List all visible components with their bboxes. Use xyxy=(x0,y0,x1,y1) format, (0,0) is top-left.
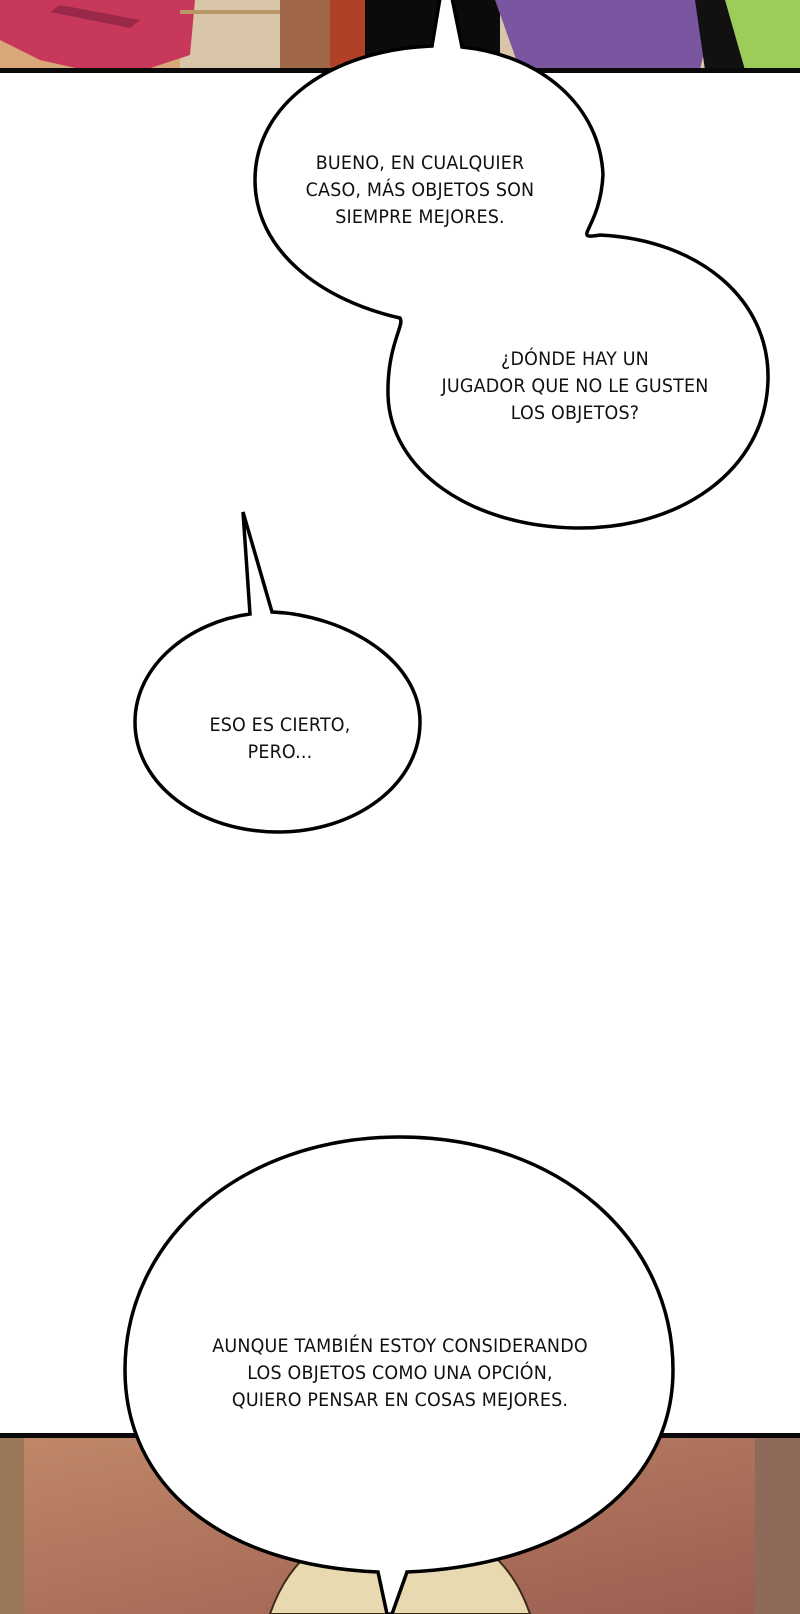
dark-fold xyxy=(695,0,745,70)
purple-cloth xyxy=(495,0,715,70)
bubble-2-line-2: JUGADOR QUE NO LE GUSTEN xyxy=(441,375,709,397)
bubble-2-line-1: ¿DÓNDE HAY UN xyxy=(501,348,649,370)
speech-bubble-4 xyxy=(123,1135,675,1614)
red-cloth xyxy=(0,0,195,70)
bubble-1-line-1: BUENO, EN CUALQUIER xyxy=(315,152,525,174)
bubble-1-line-2: CASO, MÁS OBJETOS SON xyxy=(305,179,535,201)
bubble-3-line-2: PERO... xyxy=(247,741,313,763)
bubble-1-line-3: SIEMPRE MEJORES. xyxy=(335,206,505,228)
bubble-4-line-2: LOS OBJETOS COMO UNA OPCIÓN, xyxy=(247,1362,553,1384)
bubble-1-text: BUENO, EN CUALQUIER CASO, MÁS OBJETOS SO… xyxy=(277,150,562,231)
speech-bubble-3 xyxy=(133,511,422,834)
bubble-4-text: AUNQUE TAMBIÉN ESTOY CONSIDERANDO LOS OB… xyxy=(179,1333,621,1414)
left-pillar xyxy=(0,1436,24,1614)
bubble-4-line-3: QUIERO PENSAR EN COSAS MEJORES. xyxy=(231,1389,569,1411)
top-panel-art xyxy=(0,0,800,70)
wall-trim xyxy=(180,10,280,14)
speech-bubble-1 xyxy=(253,0,770,530)
bubble-3-line-1: ESO ES CIERTO, xyxy=(209,714,351,736)
bubble-3-text: ESO ES CIERTO, PERO... xyxy=(188,712,372,766)
right-pillar xyxy=(755,1436,800,1614)
top-panel-illustration xyxy=(0,0,800,70)
bubble-4-line-1: AUNQUE TAMBIÉN ESTOY CONSIDERANDO xyxy=(212,1335,588,1357)
red-cloth-shadow xyxy=(50,5,140,28)
bubble-2-text: ¿DÓNDE HAY UN JUGADOR QUE NO LE GUSTEN L… xyxy=(419,346,732,427)
bubble-2-line-3: LOS OBJETOS? xyxy=(510,402,640,424)
